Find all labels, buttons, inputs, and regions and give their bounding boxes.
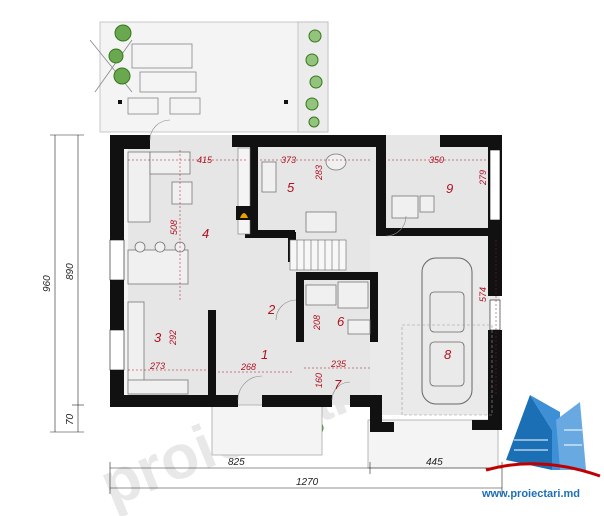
- outer-dimension-label: 445: [426, 457, 443, 468]
- windows: [109, 149, 501, 371]
- room-number: 9: [446, 181, 453, 196]
- room-number: 5: [287, 180, 295, 195]
- entrance-porch: [211, 404, 323, 456]
- room-number: 7: [334, 377, 342, 392]
- logo-url: www.proiectari.md: [481, 488, 580, 500]
- company-logo: www.proiectari.md: [481, 395, 601, 500]
- outer-dimension-label: 1270: [296, 477, 319, 488]
- dimension-label: 283: [314, 165, 324, 181]
- room-number: 8: [444, 347, 452, 362]
- stairs: [289, 239, 347, 271]
- car-icon: [421, 257, 473, 405]
- outer-dimension-label: 70: [65, 413, 76, 425]
- room-number: 4: [202, 226, 209, 241]
- room-number: 6: [337, 314, 345, 329]
- furniture: [127, 151, 435, 395]
- dimension-label: 415: [197, 155, 213, 165]
- room-number: 3: [154, 330, 162, 345]
- outer-dimension-label: 825: [228, 457, 245, 468]
- room-number: 2: [267, 302, 276, 317]
- dimension-lines: [128, 150, 497, 395]
- fireplace: [236, 147, 252, 235]
- outer-dimension-label: 960: [42, 275, 53, 292]
- doors: [149, 119, 407, 401]
- dimension-label: 373: [281, 155, 296, 165]
- garage-door-swing: [401, 324, 493, 416]
- dimension-label: 508: [169, 220, 179, 235]
- dimension-label: 279: [478, 170, 488, 186]
- room-number: 1: [261, 347, 268, 362]
- terrace: [89, 21, 329, 133]
- dimension-label: 273: [149, 361, 165, 371]
- dimension-label: 160: [314, 373, 324, 388]
- dimension-label: 574: [478, 287, 488, 302]
- terrace-furniture: [89, 39, 201, 115]
- dimension-label: 268: [240, 362, 256, 372]
- dimension-label: 350: [429, 155, 444, 165]
- dimension-label: 235: [330, 359, 347, 369]
- dimension-label: 292: [168, 330, 178, 346]
- outer-dimension-lines: [50, 134, 503, 494]
- outer-dimension-label: 890: [65, 263, 76, 280]
- dimension-label: 208: [312, 315, 322, 331]
